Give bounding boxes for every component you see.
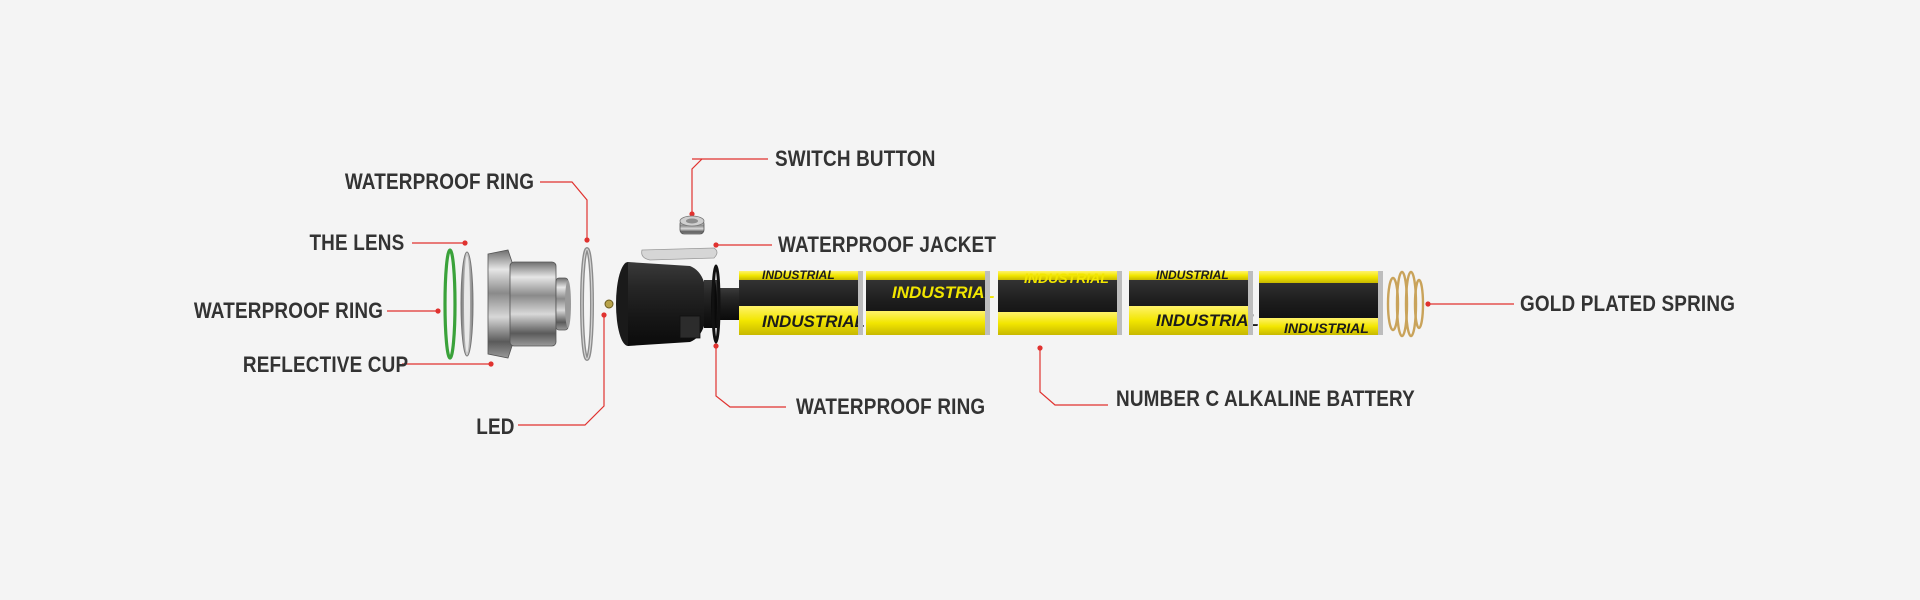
leader-battery bbox=[1039, 348, 1108, 406]
gold-plated-spring-part bbox=[1386, 270, 1425, 338]
battery-brand-text: INDUSTRIAL bbox=[1024, 270, 1109, 286]
leader-dots bbox=[435, 211, 1431, 367]
label-reflective-cup: REFLECTIVE CUP bbox=[242, 352, 408, 377]
leader-lines bbox=[387, 158, 1514, 426]
battery-brand-text: INDUSTRIAL bbox=[1156, 311, 1259, 330]
head-housing-part bbox=[616, 262, 740, 346]
battery-stack: INDUSTRIAL INDUSTRIAL INDUSTRIAL INDUSTR… bbox=[739, 268, 1383, 336]
label-waterproof-ring-bottom: WATERPROOF RING bbox=[796, 394, 986, 419]
battery-brand-text: INDUSTRIAL bbox=[762, 312, 865, 331]
battery-brand-text: INDUSTRIAL bbox=[1284, 320, 1369, 336]
label-number-c-alkaline-battery: NUMBER C ALKALINE BATTERY bbox=[1116, 386, 1415, 411]
leader-waterproof-ring-top bbox=[540, 181, 588, 240]
battery-brand-text: INDUSTRIAL bbox=[1156, 268, 1229, 282]
label-led: LED bbox=[476, 414, 515, 439]
reflective-cup-part bbox=[487, 249, 571, 359]
label-waterproof-jacket: WATERPROOF JACKET bbox=[778, 232, 997, 257]
label-the-lens: THE LENS bbox=[309, 230, 404, 255]
label-waterproof-ring-left: WATERPROOF RING bbox=[193, 298, 383, 323]
green-o-ring bbox=[443, 248, 457, 360]
switch-button-part bbox=[679, 215, 705, 235]
leader-led bbox=[518, 315, 605, 426]
led-part bbox=[604, 299, 614, 309]
label-switch-button: SWITCH BUTTON bbox=[775, 146, 936, 171]
leader-switch-button-line bbox=[691, 158, 768, 214]
waterproof-ring-bottom-part bbox=[711, 264, 721, 344]
battery-2: INDUSTRIAL bbox=[866, 271, 995, 335]
battery-brand-text: INDUSTRIAL bbox=[892, 283, 995, 302]
battery-1: INDUSTRIAL INDUSTRIAL bbox=[739, 268, 865, 335]
battery-3: INDUSTRIAL bbox=[998, 270, 1122, 335]
label-gold-plated-spring: GOLD PLATED SPRING bbox=[1520, 291, 1736, 316]
waterproof-jacket-part bbox=[641, 247, 718, 261]
label-waterproof-ring-top: WATERPROOF RING bbox=[344, 169, 534, 194]
battery-5: INDUSTRIAL bbox=[1259, 271, 1383, 336]
battery-4: INDUSTRIAL INDUSTRIAL bbox=[1129, 268, 1259, 335]
leader-waterproof-ring-bottom bbox=[715, 346, 786, 408]
battery-brand-text: INDUSTRIAL bbox=[762, 268, 835, 282]
